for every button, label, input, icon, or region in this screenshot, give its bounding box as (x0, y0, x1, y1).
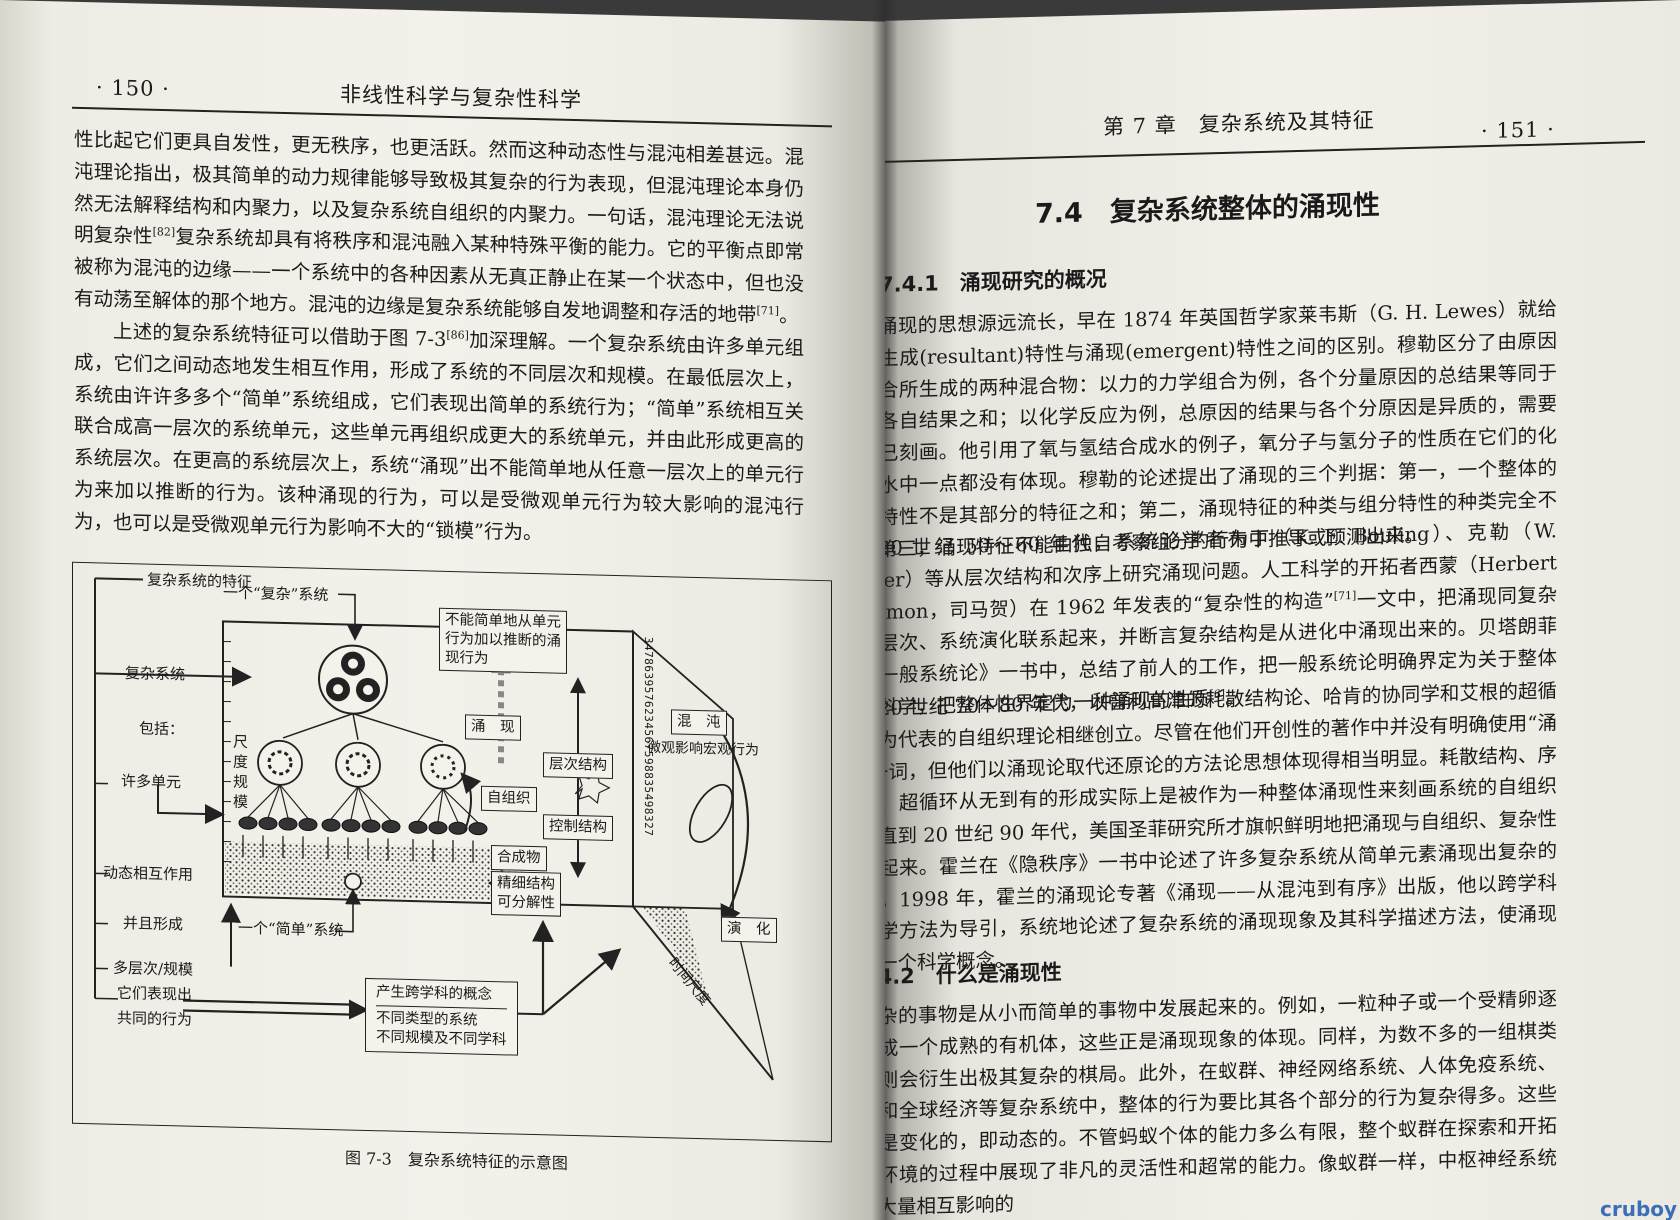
label-micro-macro: 微观影响宏观行为 (647, 739, 759, 759)
box-control-structure: 控制结构 (543, 814, 613, 841)
label-common-behavior: 共同的行为 (117, 1008, 193, 1029)
figure-caption: 图 7-3 复杂系统特征的示意图 (345, 1148, 568, 1173)
section-7-4-title: 7.4 复杂系统整体的涌现性 (1035, 189, 1380, 230)
box-fine-structure: 精细结构 可分解性 (491, 870, 561, 917)
left-page: · 150 · 非线性科学与复杂性科学 性比起它们更具自发性，更无秩序，也更活跃… (0, 0, 885, 1220)
label-one-complex-system: 一个“复杂”系统 (223, 583, 329, 605)
watermark: cruboy (1600, 1197, 1678, 1220)
label-dynamic-interaction: 动态相互作用 (103, 863, 194, 884)
box-no-infer: 不能简单地从单元 行为加以推断的涌 现行为 (439, 607, 567, 674)
left-paragraph-2: 上述的复杂系统特征可以借助于图 7-3[86]加深理解。一个复杂系统由许多单元组… (74, 319, 804, 545)
figure-7-3: 复杂系统的特征 一个“复杂”系统 复杂系统 包括： 尺度规模 许多单元 动态相互… (72, 561, 832, 1143)
left-running-title: 非线性科学与复杂性科学 (340, 82, 582, 113)
right-paragraph-4: 直到 20 世纪 90 年代，美国圣菲研究所才旗帜鲜明地把涌现与自组织、复杂性联… (885, 807, 1557, 977)
label-multi-level-scale: 多层次/规模 (113, 958, 194, 979)
right-header-rule (885, 140, 1645, 163)
left-page-number: · 150 · (96, 75, 170, 102)
box-compound: 合成物 (491, 844, 547, 872)
simple-units (238, 816, 488, 836)
subsection-7-4-2-title: 7.4.2 什么是涌现性 (885, 960, 1062, 990)
number-strip: 3478639576234567598835498327 (642, 636, 655, 837)
box-emergence: 涌 现 (465, 714, 521, 741)
time-axis (632, 905, 774, 1081)
box-hierarchy: 层次结构 (543, 752, 613, 779)
evolution-arrow (720, 733, 749, 928)
right-paragraph-5: 复杂的事物是从小而简单的事物中发展起来的。例如，一粒种子或一个受精卵逐步发育成一… (885, 987, 1557, 1220)
chaos-oval (688, 783, 734, 843)
label-they-show: 它们表现出 (117, 983, 193, 1004)
label-one-simple-system: 一个“简单”系统 (238, 918, 344, 940)
label-including: 包括： (139, 719, 185, 739)
label-scale: 尺度规模 (233, 732, 249, 812)
subsection-7-4-1-title: 7.4.1 涌现研究的概况 (885, 267, 1107, 297)
book-gutter (872, 0, 898, 1220)
substrate-dots (225, 841, 525, 901)
mid-level-units (257, 739, 466, 790)
box-chaos: 混 沌 (671, 709, 727, 736)
box-evolution: 演 化 (721, 916, 777, 943)
label-many-units: 许多单元 (121, 771, 182, 792)
right-page: 第 7 章 复杂系统及其特征 · 151 · 7.4 复杂系统整体的涌现性 7.… (885, 0, 1680, 1220)
right-page-number: · 151 · (1481, 117, 1555, 144)
left-paragraph-1: 性比起它们更具自发性，更无秩序，也更活跃。然而这种动态性与混沌相差甚远。混沌理论… (74, 127, 804, 328)
chapter-title: 第 7 章 复杂系统及其特征 (1103, 107, 1375, 140)
box-self-organization: 自组织 (481, 785, 537, 813)
box-interdisciplinary: 产生跨学科的概念 不同类型的系统 不同规模及不同学科 (365, 977, 518, 1056)
label-and-form: 并且形成 (123, 914, 184, 934)
label-complex-system: 复杂系统 (125, 664, 186, 684)
